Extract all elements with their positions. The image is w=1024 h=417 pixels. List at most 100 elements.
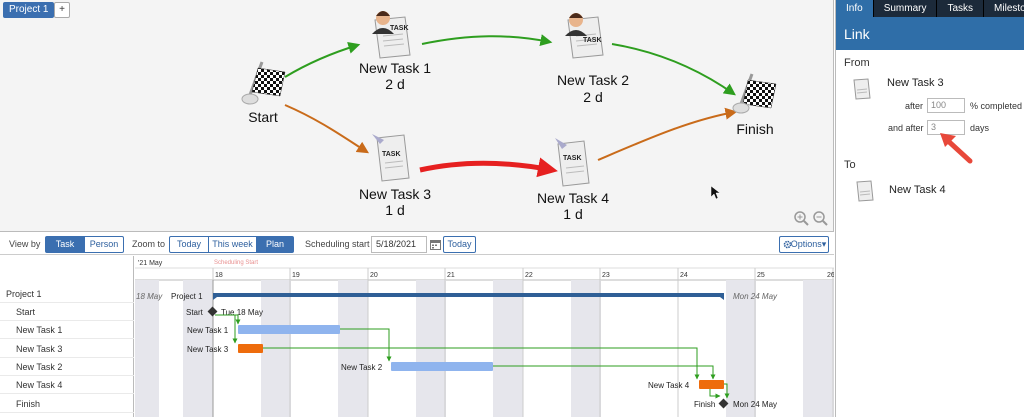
calendar-icon[interactable] bbox=[430, 239, 441, 250]
finish-date-label: Mon 24 May bbox=[733, 400, 777, 409]
diagram-canvas: TASK TASK TASK TASK bbox=[241, 11, 777, 200]
link-task1-task2[interactable] bbox=[421, 34, 553, 47]
task2-bar[interactable] bbox=[391, 362, 493, 371]
tree-row-task4[interactable]: New Task 4 bbox=[0, 376, 134, 394]
task3-doc-icon[interactable] bbox=[372, 134, 410, 182]
finish-node-label: Finish bbox=[736, 121, 774, 137]
task4-node-duration: 1 d bbox=[563, 206, 583, 222]
day-label-22: 22 bbox=[525, 272, 533, 279]
task4-doc-icon[interactable] bbox=[555, 138, 590, 187]
scheduling-start-label: Scheduling start bbox=[305, 239, 370, 249]
tree-row-start[interactable]: Start bbox=[0, 303, 134, 321]
gantt-toolbar: View by Task Person Zoom to Today This w… bbox=[0, 233, 834, 255]
zoom-to-label: Zoom to bbox=[132, 239, 166, 249]
task4-node-name: New Task 4 bbox=[536, 190, 610, 206]
zoom-this-week-button[interactable]: This week bbox=[208, 236, 257, 253]
start-node-label: Start bbox=[248, 109, 278, 125]
task2-doc-icon[interactable] bbox=[565, 13, 604, 59]
task3-bar[interactable] bbox=[238, 344, 263, 353]
task2-bar-label: New Task 2 bbox=[341, 363, 383, 372]
properties-panel: Info Summary Tasks Milestones Link From … bbox=[835, 0, 1024, 417]
tab-tasks[interactable]: Tasks bbox=[937, 0, 985, 17]
task1-doc-text: TASK bbox=[390, 25, 409, 32]
tree-row-project[interactable]: Project 1 bbox=[0, 285, 134, 303]
project-start-date: 18 May bbox=[136, 292, 163, 301]
task3-node-duration: 1 d bbox=[385, 202, 405, 218]
scheduling-start-input[interactable]: 5/18/2021 bbox=[371, 236, 427, 253]
view-task-button[interactable]: Task bbox=[45, 236, 85, 253]
percent-completed-input[interactable]: 100 bbox=[927, 98, 965, 113]
panel-tabs: Info Summary Tasks Milestones bbox=[836, 0, 1024, 17]
options-label: Options bbox=[790, 239, 822, 249]
project-summary-bar[interactable] bbox=[213, 293, 724, 300]
task1-bar[interactable] bbox=[238, 325, 340, 334]
tab-summary[interactable]: Summary bbox=[874, 0, 938, 17]
task4-bar-label: New Task 4 bbox=[648, 381, 690, 390]
project-bar-label: Project 1 bbox=[171, 292, 203, 301]
view-person-button[interactable]: Person bbox=[84, 236, 124, 253]
project-tab[interactable]: Project 1 bbox=[3, 2, 55, 18]
task3-node-name: New Task 3 bbox=[358, 186, 432, 202]
day-label-26: 26 bbox=[827, 272, 834, 279]
options-button[interactable]: Options▾ bbox=[779, 236, 829, 253]
from-task-name: New Task 3 bbox=[887, 77, 944, 89]
pointer-arrow-icon bbox=[940, 133, 973, 164]
task1-node-duration: 2 d bbox=[385, 76, 405, 92]
gear-icon bbox=[783, 240, 792, 249]
zoom-plan-button[interactable]: Plan bbox=[256, 236, 294, 253]
day-label-25: 25 bbox=[757, 272, 765, 279]
scheduling-start-marker: Scheduling Start bbox=[214, 260, 258, 266]
day-label-18: 18 bbox=[215, 272, 223, 279]
task1-bar-label: New Task 1 bbox=[187, 326, 229, 335]
to-section-label: To bbox=[844, 159, 856, 171]
task-tree: Project 1 Start New Task 1 New Task 3 Ne… bbox=[0, 256, 134, 417]
task2-node-name: New Task 2 bbox=[556, 72, 630, 88]
tree-row-task3[interactable]: New Task 3 bbox=[0, 340, 134, 358]
to-task-doc-icon bbox=[856, 180, 874, 202]
task3-bar-label: New Task 3 bbox=[187, 345, 229, 354]
project-end-date: Mon 24 May bbox=[733, 292, 778, 301]
days-suffix: days bbox=[970, 123, 990, 133]
mouse-cursor-icon bbox=[710, 185, 721, 200]
task1-node-name: New Task 1 bbox=[358, 60, 432, 76]
add-project-button[interactable]: + bbox=[54, 2, 70, 18]
tab-info[interactable]: Info bbox=[836, 0, 874, 17]
day-label-19: 19 bbox=[292, 272, 300, 279]
day-label-20: 20 bbox=[370, 272, 378, 279]
start-date-label: Tue 18 May bbox=[221, 308, 263, 317]
gantt-view: Project 1 Start New Task 1 New Task 3 Ne… bbox=[0, 256, 834, 417]
link-task4-finish[interactable] bbox=[597, 107, 738, 161]
task4-doc-text: TASK bbox=[563, 155, 582, 162]
percent-completed-suffix: % completed bbox=[970, 101, 1023, 111]
start-flag-icon[interactable] bbox=[241, 61, 286, 105]
tab-milestones[interactable]: Milestones bbox=[984, 0, 1024, 17]
link-task3-task4-selected[interactable] bbox=[419, 157, 558, 178]
task1-doc-icon[interactable] bbox=[372, 11, 411, 59]
gantt-chart[interactable]: '21 May Scheduling Start bbox=[135, 256, 834, 417]
link-task2-finish[interactable] bbox=[611, 43, 736, 96]
tree-row-finish[interactable]: Finish bbox=[0, 395, 134, 413]
zoom-out-icon[interactable] bbox=[813, 211, 828, 226]
task2-doc-text: TASK bbox=[583, 37, 602, 44]
finish-milestone[interactable] bbox=[718, 398, 729, 409]
network-diagram[interactable]: Project 1 + bbox=[0, 0, 834, 232]
link-start-task1[interactable] bbox=[284, 42, 361, 78]
month-label: '21 May bbox=[138, 260, 163, 267]
finish-flag-icon[interactable] bbox=[732, 73, 777, 114]
to-task-name: New Task 4 bbox=[889, 184, 946, 196]
view-by-label: View by bbox=[9, 239, 41, 249]
day-label-24: 24 bbox=[680, 272, 688, 279]
day-label-21: 21 bbox=[447, 272, 455, 279]
zoom-in-icon[interactable] bbox=[794, 211, 809, 226]
task4-bar[interactable] bbox=[699, 380, 724, 389]
link-start-task3[interactable] bbox=[284, 104, 370, 154]
tree-row-task1[interactable]: New Task 1 bbox=[0, 321, 134, 339]
start-bar-label: Start bbox=[186, 308, 204, 317]
gantt-dependency-links bbox=[215, 314, 730, 399]
scheduling-today-button[interactable]: Today bbox=[443, 236, 476, 253]
chevron-down-icon: ▾ bbox=[821, 239, 827, 249]
tree-row-task2[interactable]: New Task 2 bbox=[0, 358, 134, 376]
zoom-today-button[interactable]: Today bbox=[169, 236, 209, 253]
task2-node-duration: 2 d bbox=[583, 89, 603, 105]
gantt-canvas: '21 May Scheduling Start bbox=[135, 256, 834, 417]
